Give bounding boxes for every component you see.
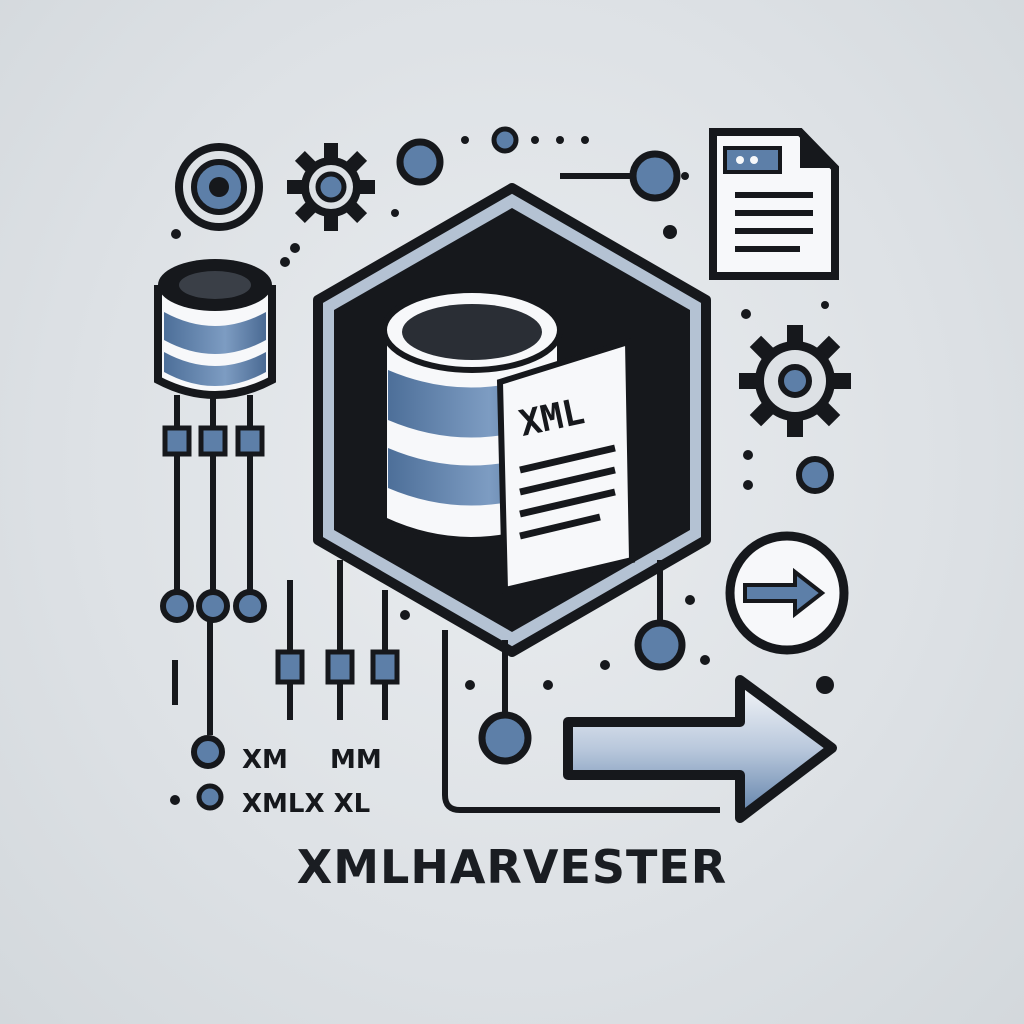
small-database-icon <box>154 259 276 399</box>
label-line-2: XMLX XL <box>242 789 370 819</box>
target-node-icon <box>175 143 263 231</box>
app-title: XMLHARVESTER <box>296 840 728 894</box>
label-line-1b: MM <box>330 745 382 775</box>
gear-icon <box>287 143 375 231</box>
bottom-resistors <box>275 649 400 685</box>
bottom-nodes <box>170 595 834 811</box>
connector-nodes <box>160 589 267 623</box>
document-icon <box>709 128 839 280</box>
arrow-right-icon <box>563 675 837 823</box>
arrow-right-circle-icon <box>725 531 849 655</box>
xml-document-icon: XML <box>496 337 636 594</box>
label-line-1a: XM <box>242 745 288 775</box>
top-nodes <box>171 126 829 319</box>
gear-icon-right <box>739 325 851 437</box>
connector-resistors <box>162 425 265 457</box>
small-labels: XM MM XMLX XL <box>242 745 382 819</box>
right-node <box>743 450 834 494</box>
